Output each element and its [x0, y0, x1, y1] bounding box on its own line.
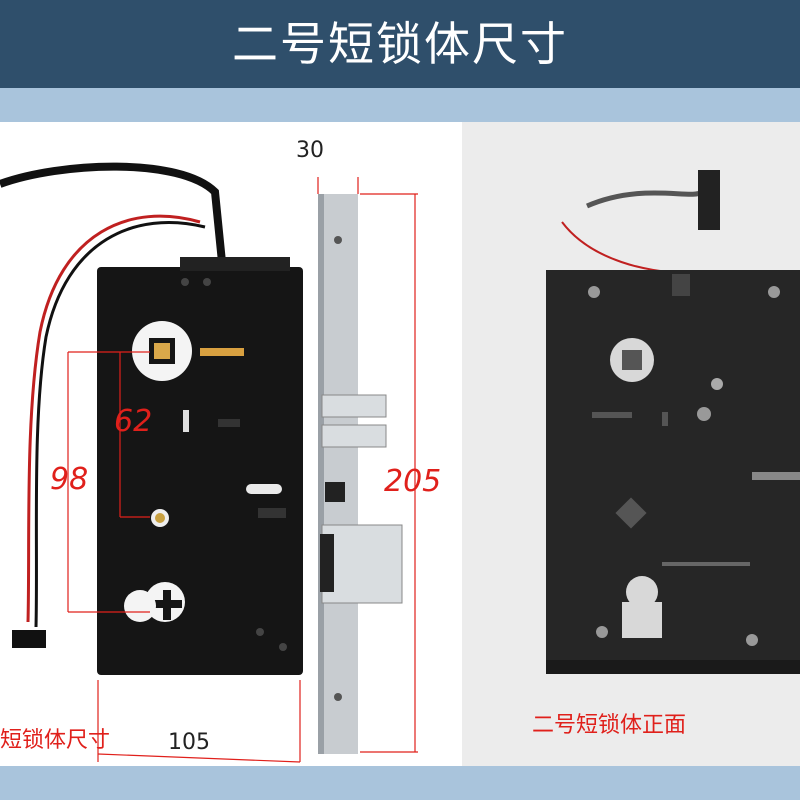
caption-left: 短锁体尺寸 [0, 728, 111, 753]
cable-black [0, 162, 226, 263]
lock-front-case [546, 270, 800, 660]
rivet [746, 634, 758, 646]
deadbolt-shadow [320, 534, 334, 592]
spindle-square-icon [622, 350, 642, 370]
bottom-band [0, 766, 800, 800]
slot [662, 412, 668, 426]
panel-gap [452, 122, 462, 766]
rivet [768, 286, 780, 298]
slot [752, 472, 800, 480]
lock-top-mount [180, 257, 290, 271]
cylinder-slot [622, 602, 662, 638]
dimension-photo-panel: 30 62 98 205 105 短锁体尺寸 [0, 122, 452, 766]
slot-small [183, 410, 189, 432]
dimension-98-label: 98 [50, 462, 89, 497]
rivet [711, 378, 723, 390]
slot-dark [218, 419, 240, 427]
dimension-105-label: 105 [168, 730, 210, 755]
screw-inner [155, 513, 165, 523]
slot-upper [200, 348, 244, 356]
case-bottom-edge [546, 660, 800, 674]
title-bar [0, 0, 800, 88]
cylinder-hole-left [124, 590, 156, 622]
page-title: 二号短锁体尺寸 [232, 17, 568, 71]
dimension-62-label: 62 [114, 404, 153, 439]
lock-body-dimension-drawing [0, 162, 418, 763]
spindle-follower [154, 343, 170, 359]
caption-right: 二号短锁体正面 [532, 713, 687, 738]
slot-lower [258, 508, 286, 518]
cable-grey [586, 189, 704, 209]
rivet [596, 626, 608, 638]
faceplate-screw-top [334, 236, 342, 244]
trigger [325, 482, 345, 502]
slot [592, 412, 632, 418]
cylinder-hole [626, 576, 658, 608]
cable-black-thin [34, 221, 206, 628]
rivet [279, 643, 287, 651]
title-divider-band [0, 88, 800, 122]
faceplate-edge [318, 194, 324, 754]
cable-connector [12, 630, 46, 648]
cylinder-cross-v [163, 590, 171, 620]
latch-lower [321, 424, 387, 448]
front-view-photo-panel: 二号短锁体正面 [462, 122, 800, 766]
rivet [697, 407, 711, 421]
rivet [203, 278, 211, 286]
faceplate-screw-bottom [334, 693, 342, 701]
deadbolt [321, 524, 403, 604]
dimension-lines [67, 177, 418, 763]
rivet [256, 628, 264, 636]
rivet [181, 278, 189, 286]
faceplate [318, 194, 358, 754]
slot-oval [246, 484, 282, 494]
slot [662, 562, 750, 566]
cable-red [26, 214, 201, 623]
latch-upper [321, 394, 387, 418]
cable-clip [672, 274, 690, 296]
rivet [588, 286, 600, 298]
cable-connector [698, 170, 720, 230]
dimension-205-label: 205 [384, 464, 442, 499]
dimension-top-label: 30 [296, 138, 324, 163]
lock-front-view-drawing [546, 170, 800, 674]
